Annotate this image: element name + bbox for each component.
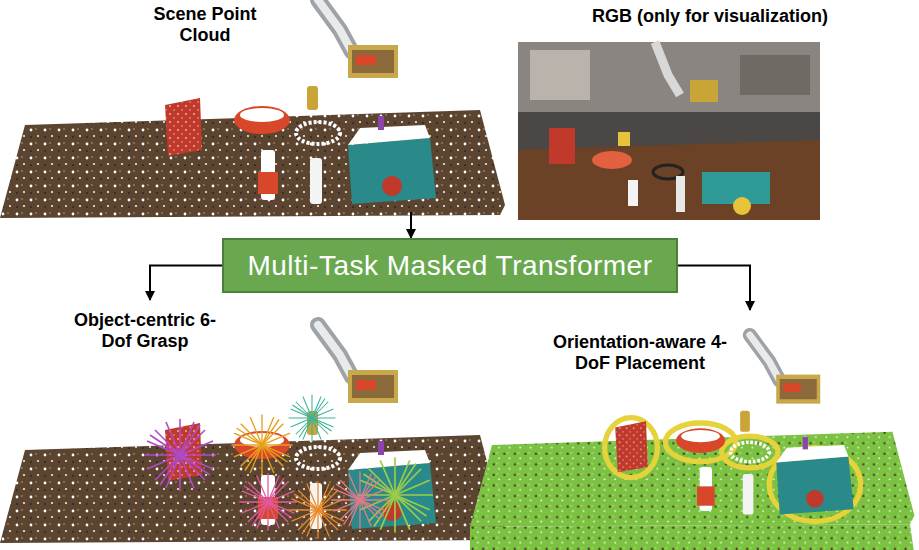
flow-arrow: [678, 266, 750, 311]
flow-arrow: [150, 266, 222, 301]
panel-heading: Scene Point Cloud: [130, 4, 280, 46]
panel-heading: Object-centric 6-Dof Grasp: [70, 310, 220, 352]
transformer-box: Multi-Task Masked Transformer: [222, 238, 678, 293]
panel: Object-centric 6-Dof Grasp: [0, 300, 465, 550]
flow-arrow: [410, 212, 412, 238]
box-label: Multi-Task Masked Transformer: [247, 250, 652, 282]
panel: Orientation-aware 4-DoF Placement: [470, 310, 919, 550]
panel-heading: RGB (only for visualization): [570, 6, 850, 27]
panel: Scene Point Cloud: [0, 0, 510, 212]
panel: RGB (only for visualization): [515, 0, 919, 228]
panel-heading: Orientation-aware 4-DoF Placement: [545, 332, 735, 374]
